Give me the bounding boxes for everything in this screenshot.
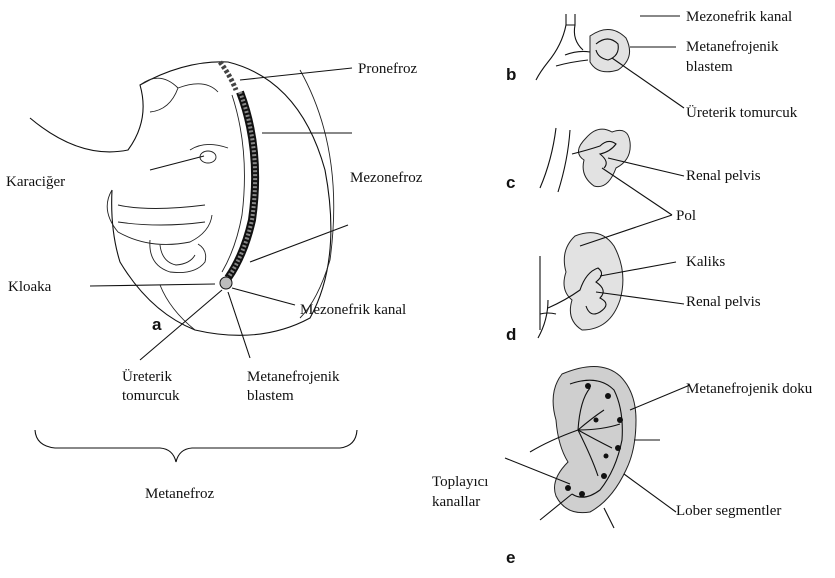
panel-d-illustration bbox=[538, 233, 623, 338]
label-kloaka: Kloaka bbox=[8, 279, 52, 295]
label-renal-pelvis-c: Renal pelvis bbox=[686, 168, 761, 184]
panel-b-illustration bbox=[536, 14, 630, 80]
label-metanefroz: Metanefroz bbox=[145, 486, 214, 502]
label-mezonefrik-kanal-b: Mezonefrik kanal bbox=[686, 9, 792, 25]
label-metanefrojenik-blastem-b-line1: Metanefrojenik bbox=[686, 39, 779, 55]
label-toplayici-kanallar-line1: Toplayıcı bbox=[432, 474, 488, 490]
label-mezonefrik-kanal-a: Mezonefrik kanal bbox=[300, 302, 406, 318]
label-mezonefroz: Mezonefroz bbox=[350, 170, 423, 186]
label-pol: Pol bbox=[676, 208, 696, 224]
label-metanefrojenik-blastem-a-line2: blastem bbox=[247, 388, 294, 404]
label-pronefroz: Pronefroz bbox=[358, 61, 417, 77]
panel-a-embryo-illustration bbox=[30, 62, 334, 336]
panel-label-d: d bbox=[506, 325, 516, 344]
panel-label-b: b bbox=[506, 65, 516, 84]
label-lober-segmentler: Lober segmentler bbox=[676, 503, 781, 519]
label-renal-pelvis-d: Renal pelvis bbox=[686, 294, 761, 310]
label-ureterik-tomurcuk-a-line2: tomurcuk bbox=[122, 388, 180, 404]
label-metanefrojenik-blastem-b-line2: blastem bbox=[686, 59, 733, 75]
panel-label-a: a bbox=[152, 315, 162, 334]
panel-label-e: e bbox=[506, 548, 515, 567]
label-ureterik-tomurcuk-b: Üreterik tomurcuk bbox=[686, 104, 798, 121]
label-ureterik-tomurcuk-a-line1: Üreterik bbox=[122, 368, 172, 385]
panel-e-illustration bbox=[530, 366, 636, 512]
label-metanefrojenik-doku: Metanefrojenik doku bbox=[686, 381, 813, 397]
label-kaliks: Kaliks bbox=[686, 254, 725, 270]
label-karaciger: Karaciğer bbox=[6, 174, 65, 190]
label-metanefrojenik-blastem-a-line1: Metanefrojenik bbox=[247, 369, 340, 385]
label-toplayici-kanallar-line2: kanallar bbox=[432, 494, 480, 510]
panel-label-c: c bbox=[506, 173, 515, 192]
